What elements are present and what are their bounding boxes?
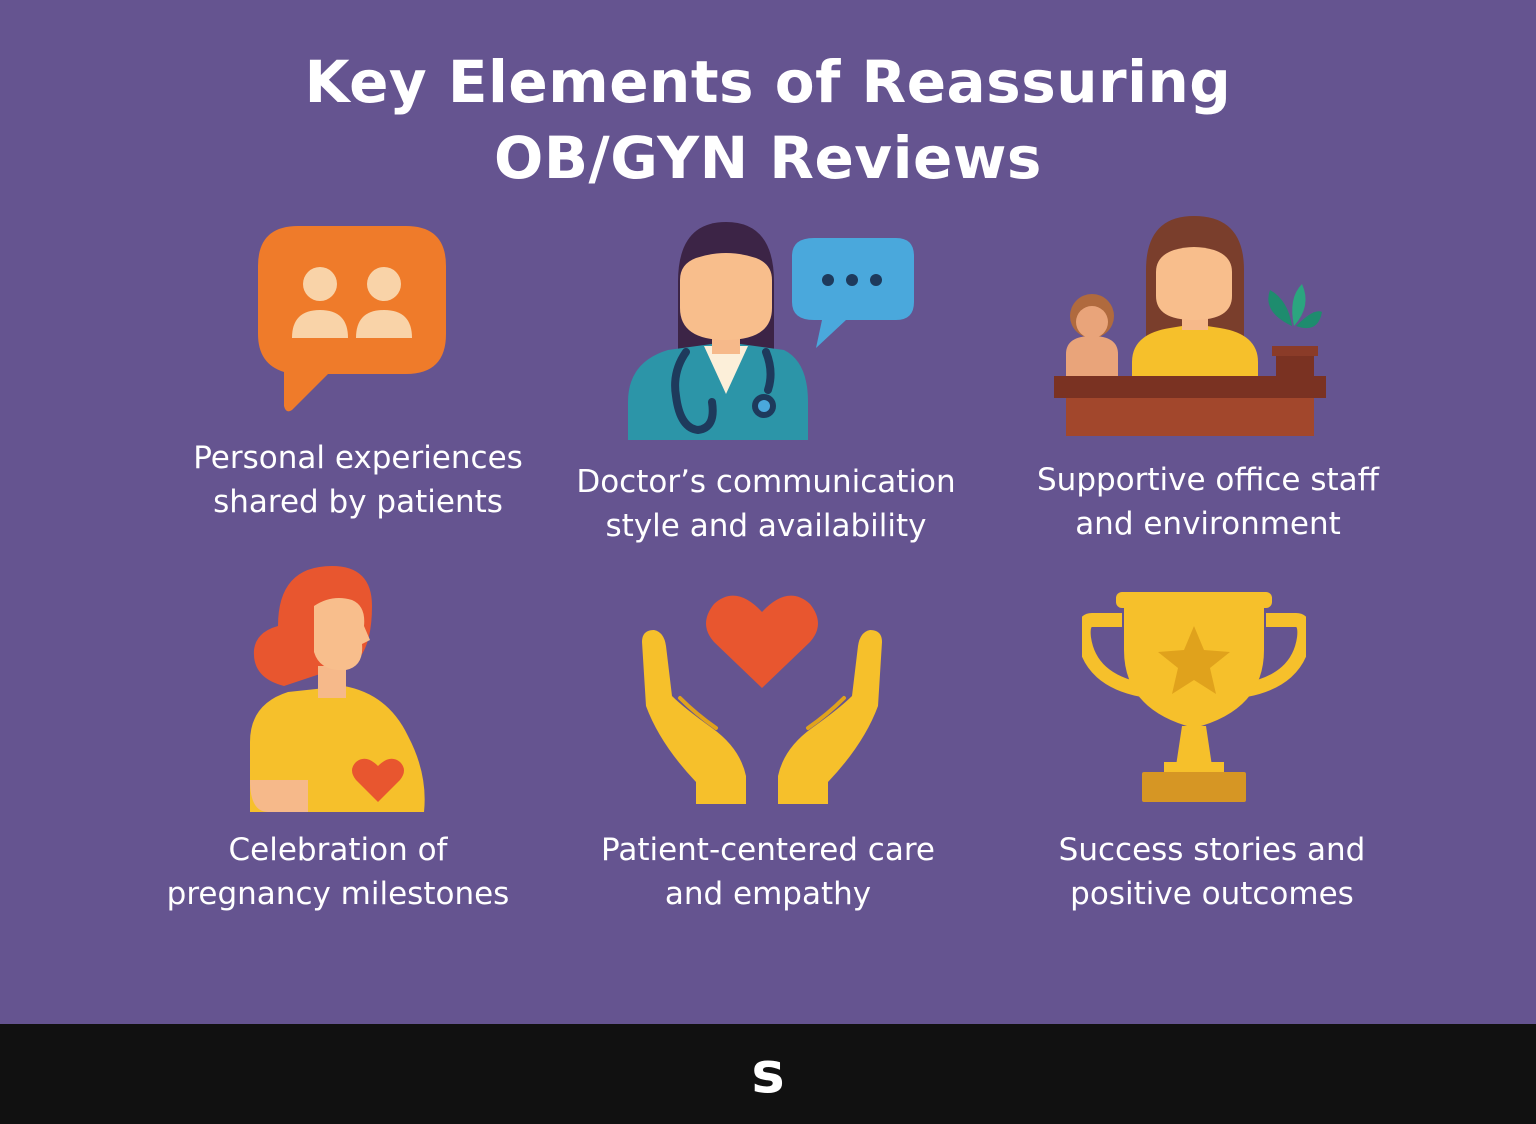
page-title: Key Elements of Reassuring OB/GYN Review…: [0, 44, 1536, 196]
item-caption-personal-experiences: Personal experiences shared by patients: [193, 440, 523, 520]
footer-logo: s: [751, 1041, 785, 1106]
item-caption-pregnancy: Celebration of pregnancy milestones: [166, 832, 510, 912]
chat-bubble-people-icon: [258, 226, 446, 412]
item-caption-success-stories: Success stories and positive outcomes: [1058, 832, 1366, 912]
footer-bar: s: [0, 1024, 1536, 1124]
item-caption-doctor-communication: Doctor’s communication style and availab…: [576, 464, 956, 544]
title-line-1: Key Elements of Reassuring: [304, 48, 1232, 116]
item-caption-patient-centered: Patient-centered care and empathy: [601, 832, 935, 912]
hands-heart-icon: [642, 595, 882, 804]
trophy-star-icon: [1082, 592, 1306, 802]
doctor-speech-bubble-icon: [628, 222, 914, 440]
title-line-2: OB/GYN Reviews: [494, 124, 1042, 192]
pregnant-woman-icon: [250, 566, 425, 812]
office-staff-desk-icon: [1054, 216, 1326, 436]
item-caption-office-staff: Supportive office staff and environment: [1037, 462, 1379, 542]
